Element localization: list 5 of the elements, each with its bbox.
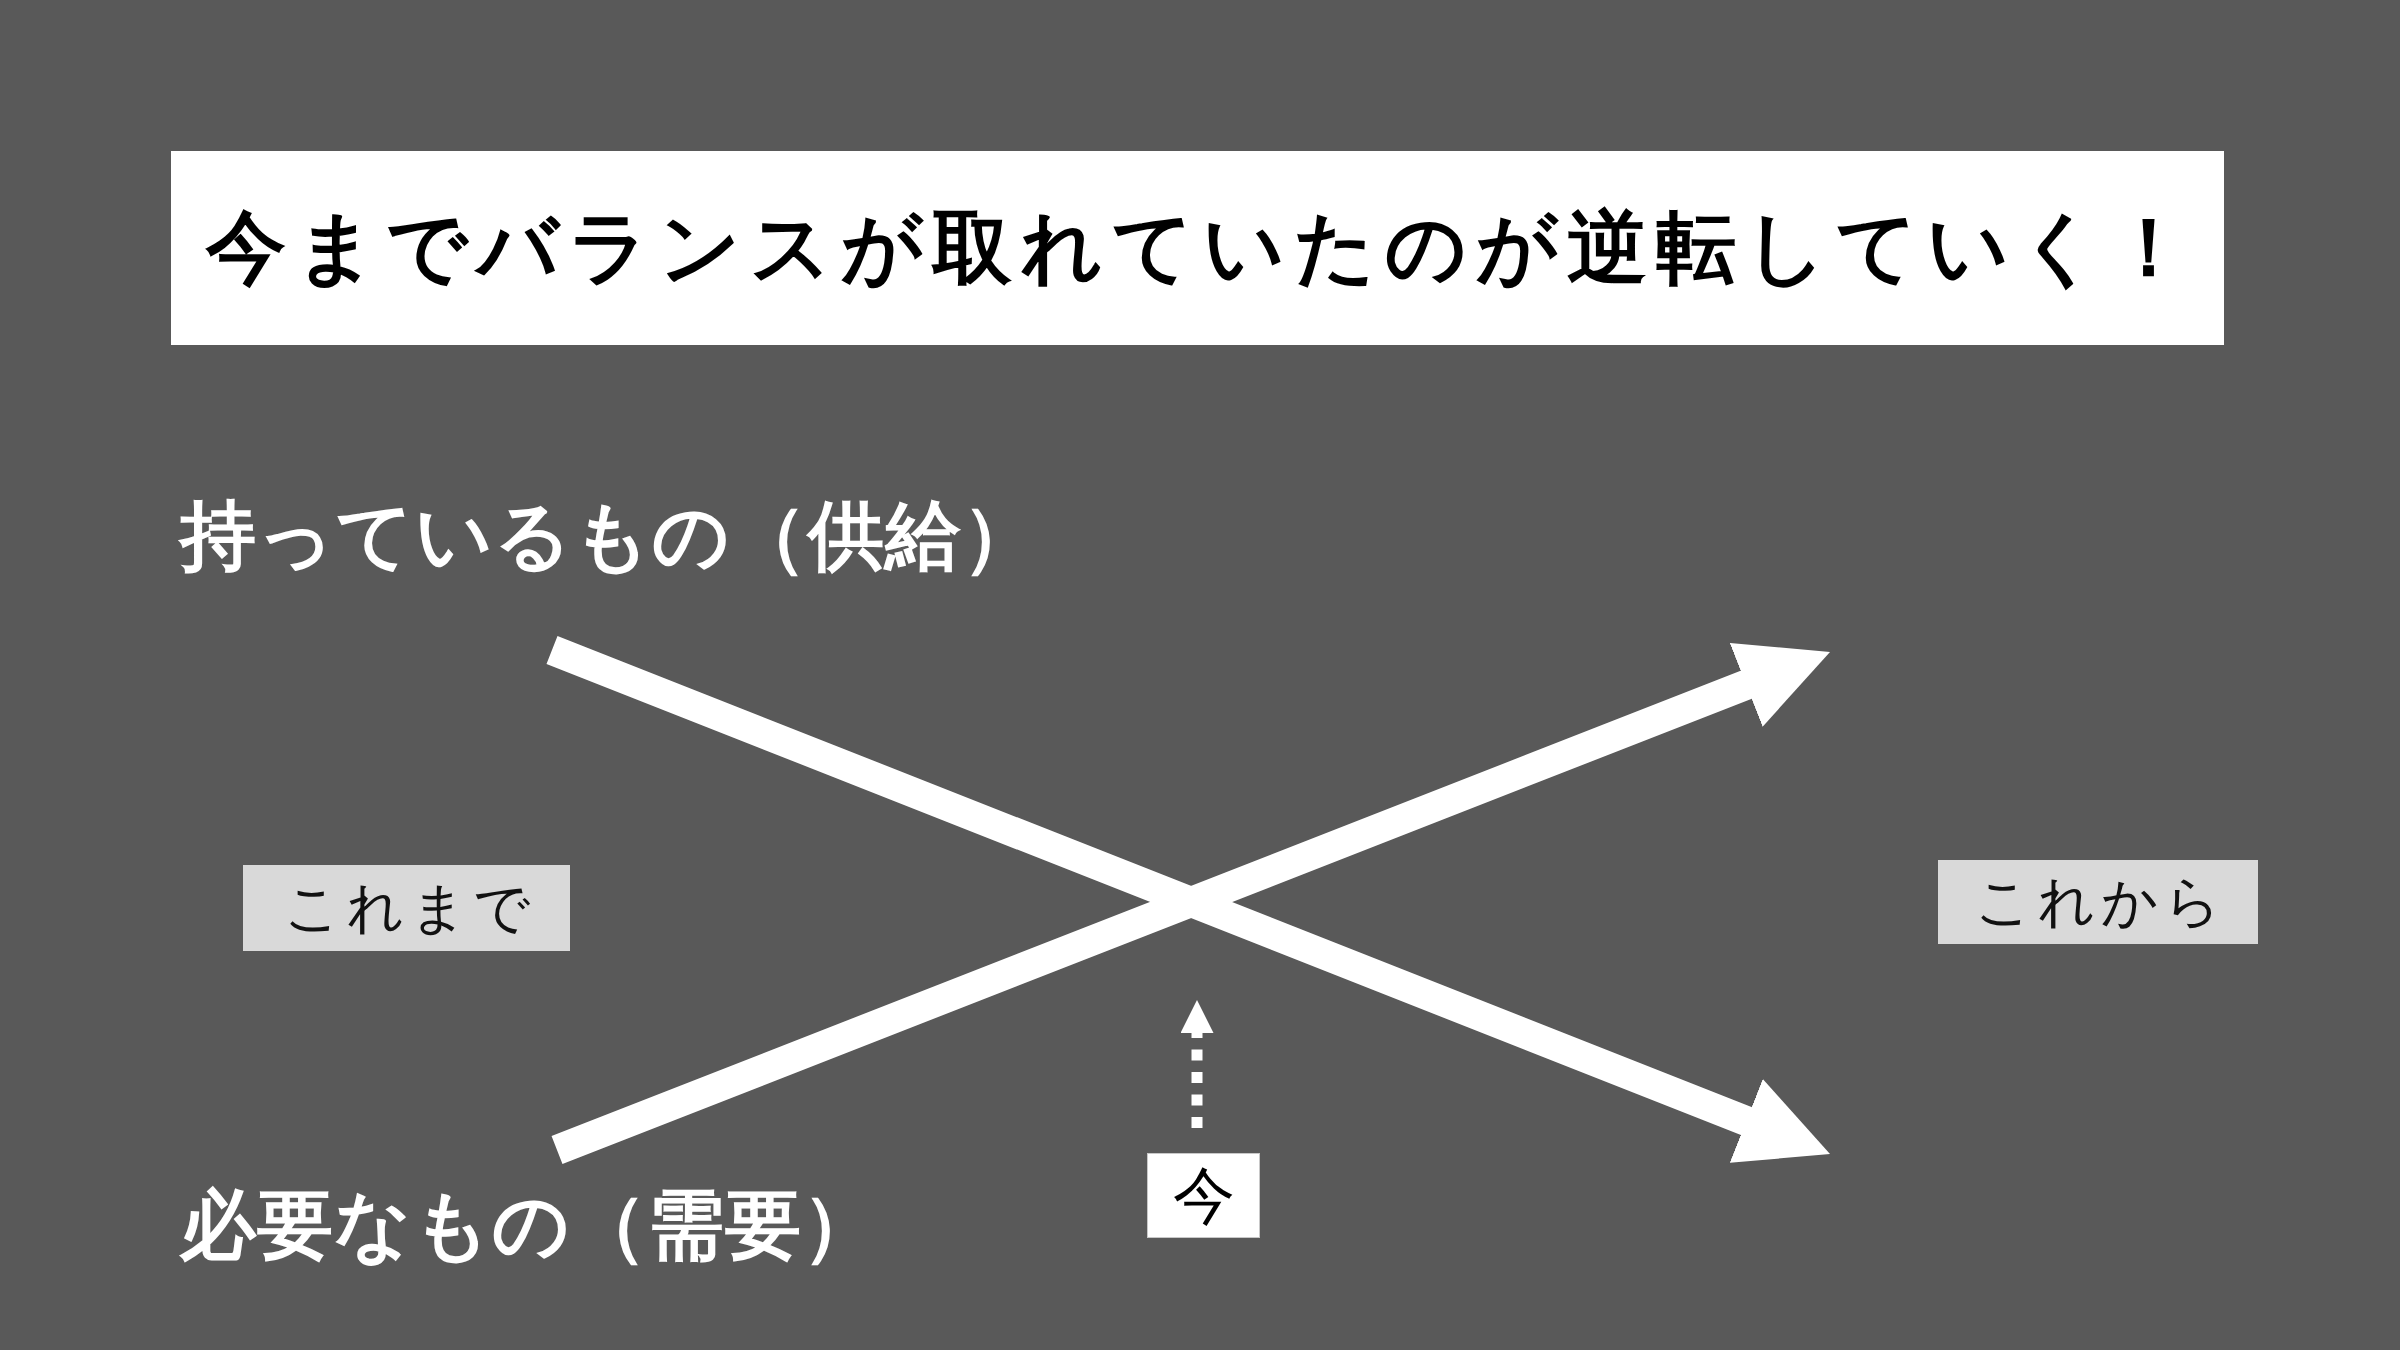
label-box: 今 bbox=[1147, 1153, 1260, 1238]
label-box: これから bbox=[1938, 860, 2258, 944]
dotted-arrow bbox=[1180, 1000, 1214, 1128]
label-box: これまで bbox=[243, 865, 570, 951]
title-banner: 今までバランスが取れていたのが逆転していく！ bbox=[171, 151, 2224, 345]
